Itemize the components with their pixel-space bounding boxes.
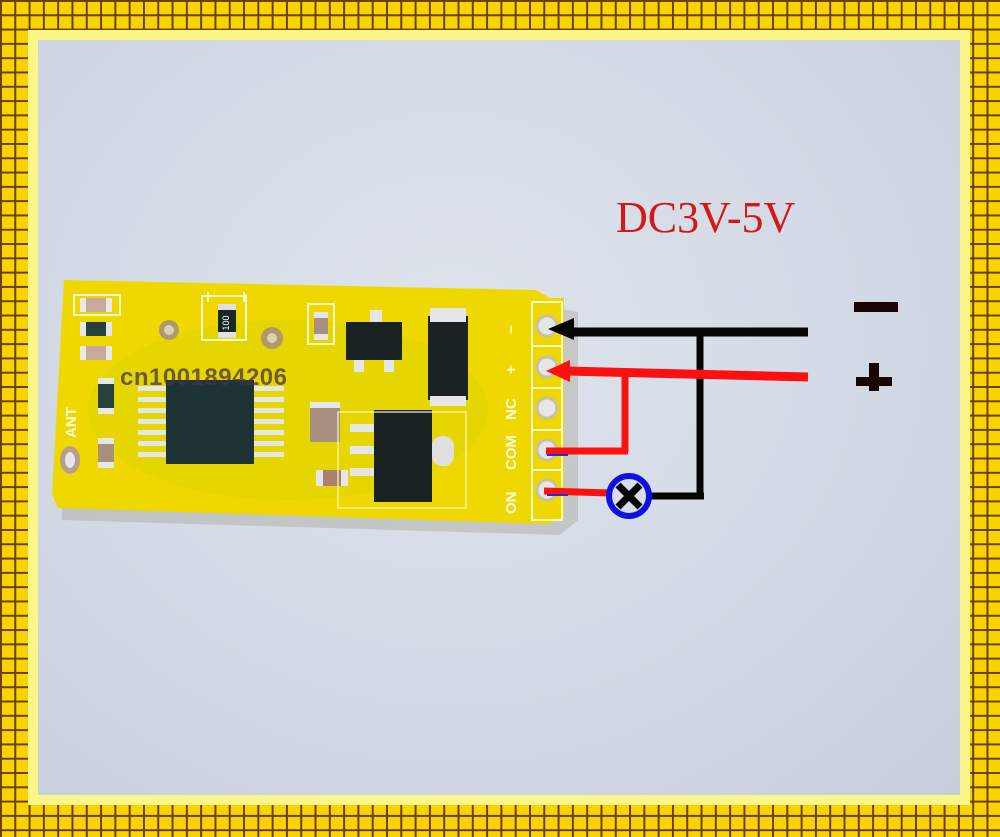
terminal-label-on: ON: [503, 492, 520, 515]
wire-positive: [565, 366, 809, 382]
wiring: [543, 318, 809, 519]
smd-components-left: [60, 294, 121, 474]
terminal-label-nc: NC: [503, 398, 520, 420]
regulator-transistor: [310, 402, 467, 509]
smd-components-top: 100: [159, 292, 468, 406]
decoder-ic-chip: [138, 380, 284, 464]
wiring-diagram-svg: 100: [52, 280, 809, 535]
supply-voltage-title: DC3V-5V: [616, 193, 796, 242]
terminal-label-com: COM: [503, 435, 520, 470]
terminal-label-plus: +: [503, 365, 520, 374]
arrow-positive-icon: [546, 360, 570, 382]
diagram-canvas: 100: [38, 40, 960, 795]
arrow-negative-icon: [548, 318, 574, 340]
supply-positive-symbol-vertical: [869, 363, 879, 391]
watermark-text: cn1001894206: [120, 364, 288, 391]
terminal-label-minus: −: [503, 325, 520, 334]
wire-on-to-lamp: [543, 487, 611, 497]
resistor-marking: 100: [221, 315, 231, 330]
lamp-load-icon: [606, 473, 652, 519]
antenna-label: ANT: [63, 407, 80, 438]
supply-negative-symbol: [854, 302, 898, 312]
